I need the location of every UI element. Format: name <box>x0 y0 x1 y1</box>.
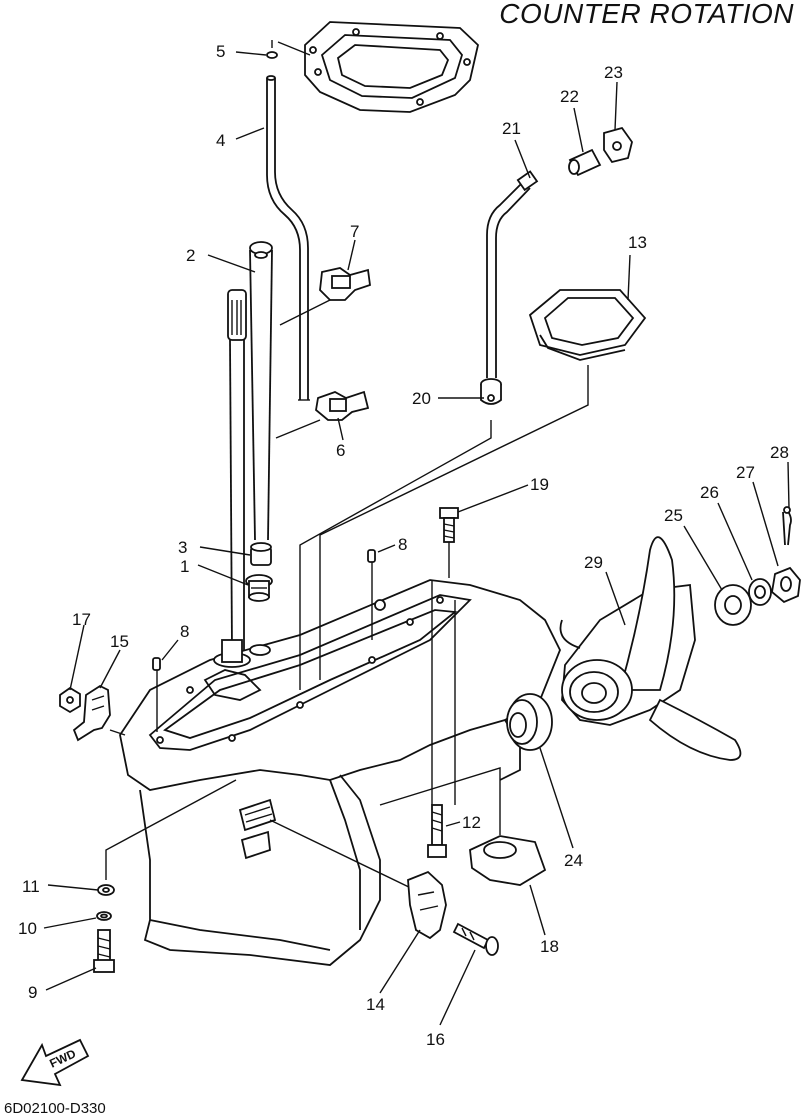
callout-20: 20 <box>412 389 431 408</box>
leader-lines <box>43 51 790 1026</box>
part-12-bolt <box>427 804 447 858</box>
part-26-washer <box>748 578 772 606</box>
callout-1: 1 <box>180 557 189 576</box>
callout-9: 9 <box>28 983 37 1002</box>
part-27-nut <box>771 566 801 604</box>
upper-plate <box>304 21 479 113</box>
part-3-bushing <box>250 542 272 566</box>
callout-7: 7 <box>350 222 359 241</box>
callout-13: 13 <box>628 233 647 252</box>
fwd-arrow-icon: FWD <box>20 1038 90 1087</box>
part-2-tube <box>249 241 273 541</box>
part-4-water-tube <box>266 75 310 401</box>
diagram-title: COUNTER ROTATION <box>499 0 794 29</box>
part-8-dowel-left <box>152 657 161 732</box>
callout-16: 16 <box>426 1030 445 1049</box>
part-10-washer <box>96 911 112 921</box>
callout-2: 2 <box>186 246 195 265</box>
callout-6: 6 <box>336 441 345 460</box>
callout-21: 21 <box>502 119 521 138</box>
part-25-thrust-washer <box>714 584 752 626</box>
part-19-bolt <box>439 507 459 578</box>
part-22-bushing <box>568 148 602 177</box>
callout-4: 4 <box>216 131 225 150</box>
part-29-propeller <box>559 536 742 761</box>
part-1-grommet <box>245 574 273 602</box>
callout-19: 19 <box>530 475 549 494</box>
callout-14: 14 <box>366 995 385 1014</box>
callout-8-left: 8 <box>180 622 189 641</box>
callout-5: 5 <box>216 42 225 61</box>
callout-27: 27 <box>736 463 755 482</box>
part-16-bolt <box>452 922 499 956</box>
callout-29: 29 <box>584 553 603 572</box>
callout-12: 12 <box>462 813 481 832</box>
part-11-washer <box>97 884 115 896</box>
part-20-fitting <box>480 378 502 405</box>
part-18-trim-tab <box>469 835 547 886</box>
callout-10: 10 <box>18 919 37 938</box>
callout-17: 17 <box>72 610 91 629</box>
callout-28: 28 <box>770 443 789 462</box>
callout-labels: 1 2 3 4 5 6 7 8 8 9 10 11 12 13 14 15 16… <box>18 42 789 1049</box>
callout-15: 15 <box>110 632 129 651</box>
part-17-nut <box>59 686 81 714</box>
callout-18: 18 <box>540 937 559 956</box>
assembly-lines <box>105 365 589 891</box>
part-21-tube <box>486 170 539 378</box>
callout-23: 23 <box>604 63 623 82</box>
drawing-code: 6D02100-D330 <box>4 1100 106 1117</box>
part-7-clip <box>279 267 371 326</box>
callout-24: 24 <box>564 851 583 870</box>
callout-8-right: 8 <box>398 535 407 554</box>
part-6-clip <box>275 390 370 439</box>
callout-26: 26 <box>700 483 719 502</box>
part-28-cotter-pin <box>782 506 792 546</box>
lower-gearcase <box>119 579 561 966</box>
drive-shaft <box>227 289 247 651</box>
callout-11: 11 <box>22 877 40 896</box>
part-8-dowel-right <box>367 549 376 640</box>
part-24-spacer <box>506 693 553 751</box>
part-13-gasket <box>528 289 647 361</box>
callout-22: 22 <box>560 87 579 106</box>
callout-25: 25 <box>664 506 683 525</box>
callout-3: 3 <box>178 538 187 557</box>
part-15-anode <box>72 684 126 742</box>
part-9-bolt <box>93 929 115 973</box>
part-14-anode <box>407 870 447 940</box>
part-23-grommet <box>603 126 633 164</box>
part-5-pin <box>266 40 311 59</box>
